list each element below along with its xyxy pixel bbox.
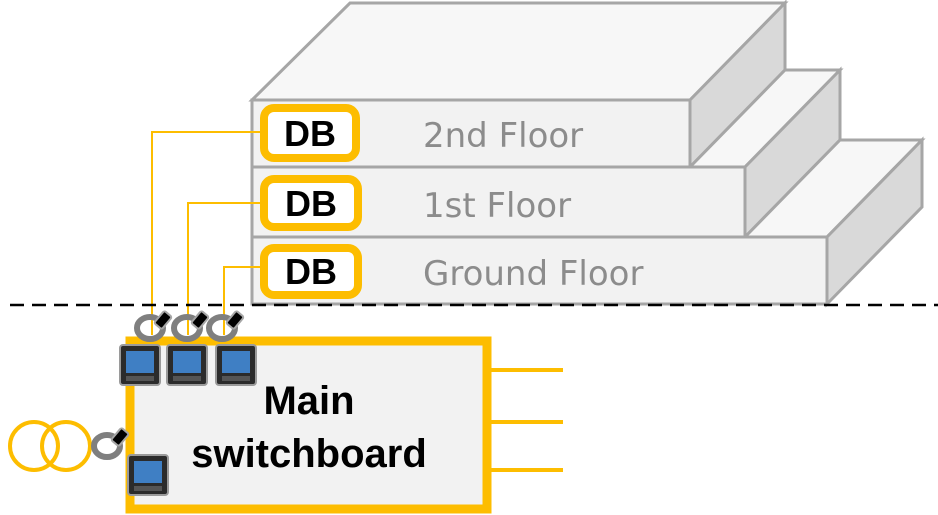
meter-icon <box>215 344 257 386</box>
floor-label-2nd: 2nd Floor <box>423 116 583 156</box>
current-clamp-icon <box>206 310 245 342</box>
switchboard-label-line1: Main <box>263 379 354 423</box>
feeder-line-1st <box>187 202 264 335</box>
switchboard-label-line2: switchboard <box>191 432 427 476</box>
outgoing-feeders <box>487 368 563 472</box>
db-box-1st: DB <box>260 175 362 231</box>
feeder-line-ground <box>223 266 264 335</box>
floor-label-1st: 1st Floor <box>423 186 571 226</box>
db-label-1st: DB <box>285 183 337 224</box>
current-clamp-icon <box>91 427 130 460</box>
meter-icon <box>119 344 161 386</box>
meter-icon <box>166 344 208 386</box>
db-box-2nd: DB <box>260 104 360 162</box>
db-label-2nd: DB <box>284 113 336 154</box>
floor-label-ground: Ground Floor <box>423 254 643 294</box>
feeder-lines <box>151 131 264 335</box>
transformer-icon <box>8 420 92 472</box>
meter-icon <box>127 454 169 496</box>
db-label-ground: DB <box>285 251 337 292</box>
feeder-line-2nd <box>151 131 264 335</box>
current-clamp-icon <box>134 310 173 342</box>
db-box-ground: DB <box>260 244 362 299</box>
current-clamp-icon <box>171 310 210 342</box>
